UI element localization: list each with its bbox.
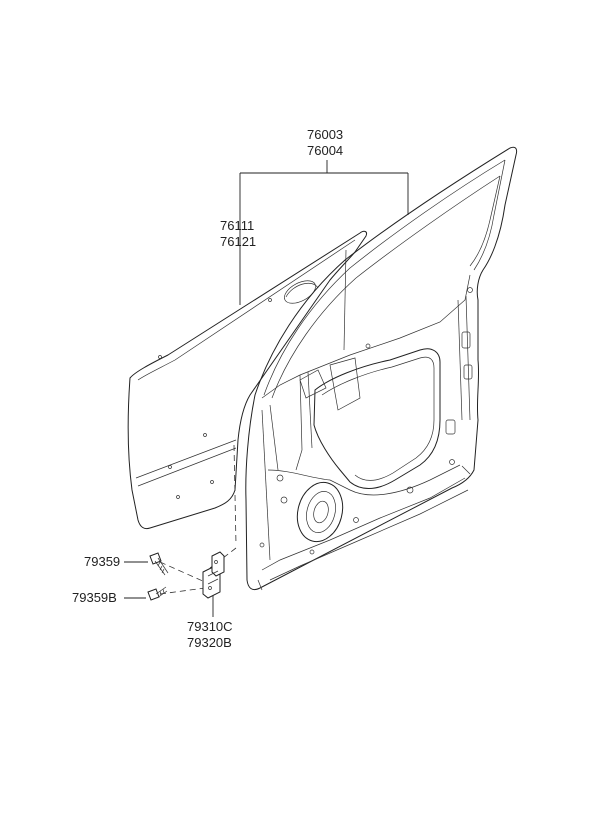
- label-group-hinge: 79310C 79320B: [187, 595, 233, 650]
- door-assembly-label-2: 76004: [307, 143, 343, 158]
- alignment-lines: [159, 444, 237, 595]
- bolt-b-label: 79359B: [72, 590, 117, 605]
- door-inner-frame: [245, 146, 518, 591]
- door-hinge: [202, 551, 225, 599]
- hinge-label-2: 79320B: [187, 635, 232, 650]
- door-assembly-bracket-line: [239, 160, 409, 305]
- hinge-label-1: 79310C: [187, 619, 233, 634]
- bolt-a: [149, 552, 169, 576]
- label-group-bolts: 79359 79359B: [72, 554, 148, 605]
- bolt-a-path-line: [159, 561, 206, 583]
- outer-door-panel: [127, 230, 367, 530]
- door-assembly-label-1: 76003: [307, 127, 343, 142]
- outer-panel-label-2: 76121: [220, 234, 256, 249]
- outer-panel-label-1: 76111: [220, 218, 254, 233]
- label-group-door-assembly: 76003 76004: [239, 127, 409, 305]
- bolt-b: [147, 586, 168, 601]
- label-group-outer-panel: 76111 76121: [220, 218, 256, 249]
- hinge-mount-line: [209, 547, 237, 569]
- bolt-b-path-line: [159, 587, 206, 595]
- hinge-axis-line: [233, 444, 237, 546]
- bolt-a-label: 79359: [84, 554, 120, 569]
